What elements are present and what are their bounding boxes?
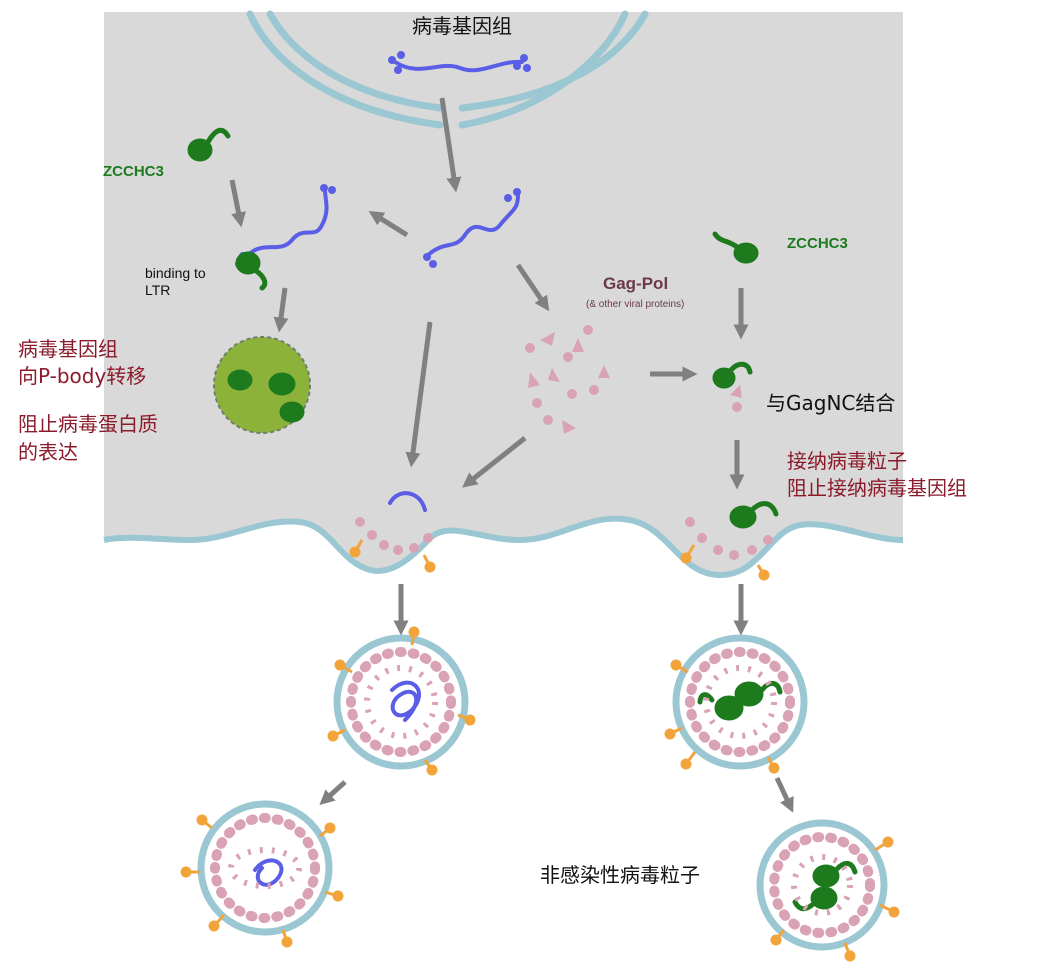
label-gag-pol-sub: (& other viral proteins) [586, 299, 685, 310]
label-pbody-line1: 病毒基因组 [18, 337, 118, 361]
zcchc3-protein [187, 127, 858, 912]
label-zcchc3-left: ZCCHC3 [103, 163, 164, 180]
label-viral-genome: 病毒基因组 [412, 14, 512, 38]
arrows [229, 97, 794, 813]
viral-rna [243, 59, 524, 887]
label-gag-pol: Gag-Pol [603, 274, 669, 293]
virion-spikes [180, 626, 900, 962]
label-binding-line1: binding to [145, 265, 206, 281]
plasma-membrane [103, 515, 904, 579]
envelope-spikes [349, 539, 770, 581]
gag-pol-proteins [525, 325, 742, 434]
virions [197, 634, 888, 951]
label-zcchc3-right: ZCCHC3 [787, 235, 848, 252]
label-noninfectious: 非感染性病毒粒子 [540, 863, 700, 887]
cytoplasm [104, 12, 903, 575]
virion-gag-rings [210, 647, 875, 938]
label-binding-line2: LTR [145, 282, 171, 298]
label-block-line2: 的表达 [18, 440, 78, 464]
nuclear-envelope [246, 10, 649, 129]
budding-gag [355, 517, 773, 560]
label-pbody-line2: 向P-body转移 [18, 364, 147, 388]
label-accept-line2: 阻止接纳病毒基因组 [787, 476, 967, 500]
label-block-line1: 阻止病毒蛋白质 [18, 412, 158, 436]
label-accept-line1: 接纳病毒粒子 [787, 449, 907, 473]
virion-gag-inner [228, 665, 853, 916]
label-gagnc: 与GagNC结合 [766, 391, 896, 415]
